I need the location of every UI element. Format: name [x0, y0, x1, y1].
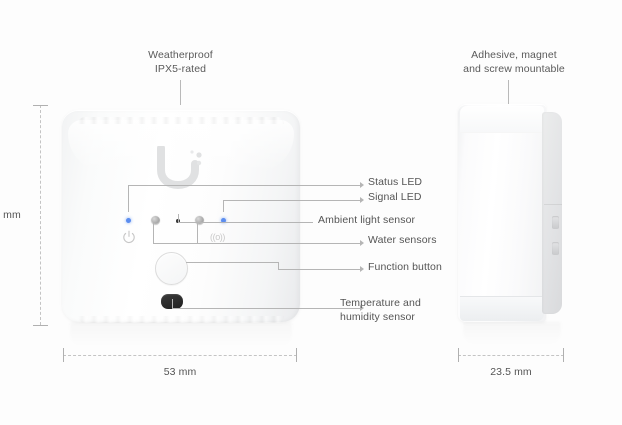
- dimension-label-front-width: 53 mm: [163, 366, 197, 378]
- callout-signal-led: Signal LED: [368, 191, 422, 203]
- dimension-tick-height-top: [33, 105, 48, 106]
- side-bottom-band: [460, 296, 544, 321]
- leader-function-horizontal-2: [278, 269, 360, 270]
- dimension-line-side-width: [458, 355, 564, 356]
- leader-temp-horizontal: [172, 308, 360, 309]
- callout-temperature-humidity-sensor: Temperature and humidity sensor: [340, 297, 421, 323]
- caption-leader-line-weatherproof: [180, 80, 181, 105]
- signal-icon: ((o)): [210, 232, 225, 242]
- side-front-bevel: [542, 112, 562, 314]
- leader-signal-led-arrow: [360, 197, 364, 203]
- leader-status-led-vertical: [128, 185, 129, 212]
- side-view: [458, 104, 568, 324]
- side-top-band: [460, 106, 544, 133]
- leader-signal-led-vertical: [223, 200, 224, 212]
- dimension-line-height: [40, 105, 41, 325]
- leader-function-vertical: [278, 262, 279, 270]
- dimension-label-side-width: 23.5 mm: [490, 366, 532, 378]
- side-view-reflection: [463, 322, 561, 346]
- leader-status-led-arrow: [360, 182, 364, 188]
- device-front-body: ((o)): [62, 110, 300, 323]
- leader-function-horizontal-1: [186, 262, 278, 263]
- dimension-label-height: mm: [3, 209, 21, 221]
- callout-ambient-light-sensor: Ambient light sensor: [318, 214, 416, 226]
- dimension-tick-front-right: [296, 348, 297, 362]
- device-side-body: [458, 104, 546, 322]
- leader-water-arrow: [360, 240, 364, 246]
- leader-signal-led-horizontal: [223, 200, 360, 201]
- leader-status-led-horizontal: [128, 185, 360, 186]
- function-button[interactable]: [155, 252, 188, 285]
- front-view: ((o)): [62, 104, 300, 323]
- leader-temp-arrow: [360, 305, 364, 311]
- leader-water-right-vertical: [197, 222, 198, 244]
- leader-ambient-horizontal: [178, 222, 313, 223]
- caption-weatherproof: Weatherproof IPX5-rated: [148, 49, 213, 75]
- mount-slot-bottom: [552, 242, 559, 255]
- dimension-tick-front-left: [63, 348, 64, 362]
- dimension-line-front-width: [63, 355, 297, 356]
- status-led-indicator: [126, 218, 131, 223]
- callout-status-led: Status LED: [368, 176, 423, 188]
- caption-mountable: Adhesive, magnet and screw mountable: [463, 49, 565, 75]
- dimension-tick-side-right: [563, 348, 564, 362]
- dimension-tick-side-left: [458, 348, 459, 362]
- dimension-tick-height-bottom: [33, 325, 48, 326]
- signal-led-indicator: [221, 218, 226, 223]
- water-sensor-left: [151, 216, 160, 225]
- caption-leader-line-mountable: [508, 80, 509, 105]
- vent-grille-top: [78, 117, 284, 124]
- ambient-light-sensor: [176, 219, 180, 223]
- water-sensor-right: [195, 216, 204, 225]
- leader-temp-vertical: [172, 299, 173, 309]
- leader-ambient-vertical: [178, 214, 179, 223]
- leader-water-left-vertical: [153, 222, 154, 244]
- leader-water-horizontal: [197, 243, 360, 244]
- front-view-reflection: [70, 322, 292, 348]
- leader-water-bracket: [153, 243, 197, 244]
- mount-slot-top: [552, 216, 559, 229]
- side-seam-line: [544, 204, 562, 205]
- callout-water-sensors: Water sensors: [368, 234, 437, 246]
- callout-function-button: Function button: [368, 261, 442, 273]
- leader-function-arrow: [360, 266, 364, 272]
- power-icon: [123, 230, 135, 244]
- vent-grille-bottom: [78, 316, 284, 323]
